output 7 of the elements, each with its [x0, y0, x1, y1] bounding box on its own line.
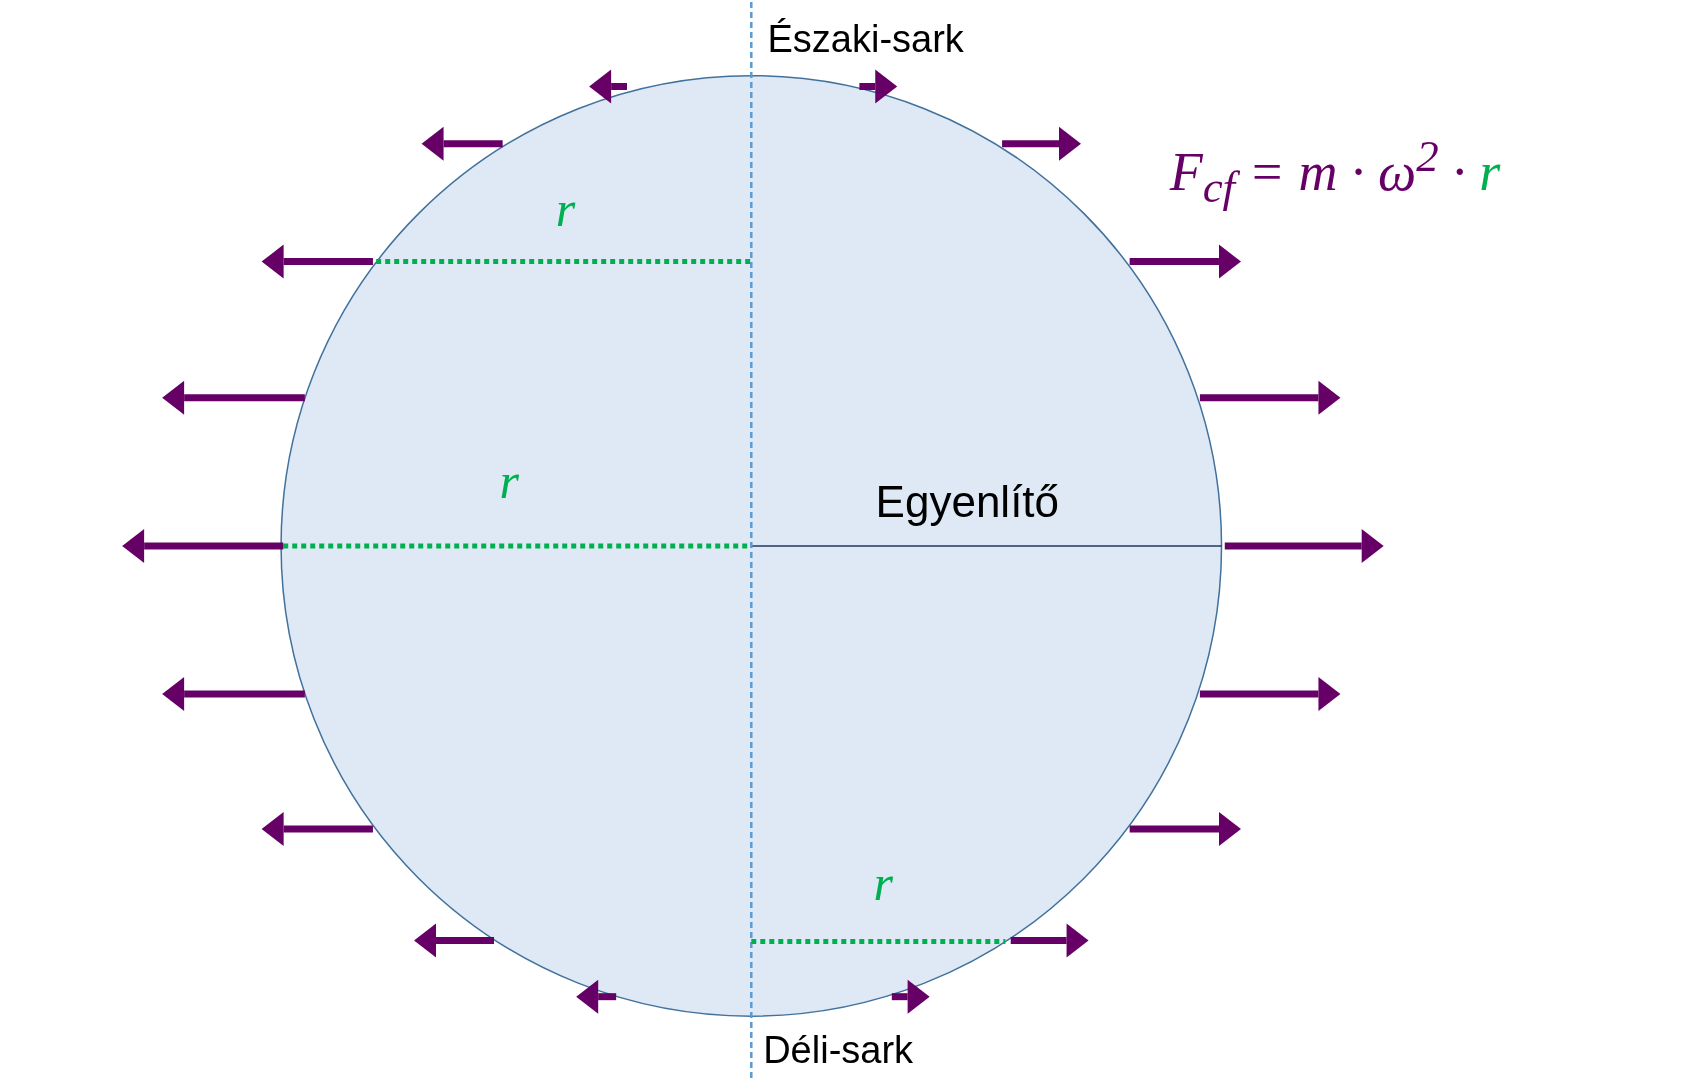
radius-label: r: [873, 856, 893, 912]
pole-label: Déli-sark: [763, 1030, 914, 1072]
pole-label: Északi-sark: [767, 19, 964, 62]
radius-label: r: [499, 454, 519, 509]
formula: F$_{cf}$ = m · ω$^{2}$ · r: [1169, 131, 1501, 213]
equator-label: Egyenlítő: [875, 477, 1060, 527]
radius-label: r: [555, 181, 576, 237]
